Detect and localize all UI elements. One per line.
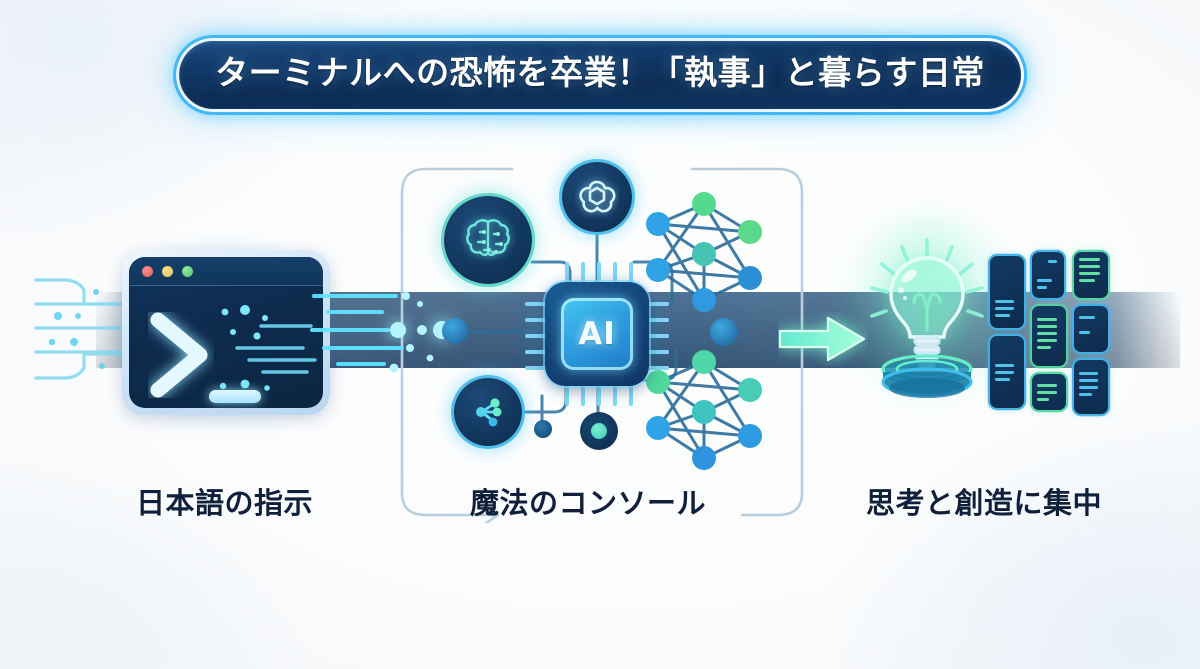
terminal-body (129, 286, 323, 408)
ai-hub-cluster (420, 150, 820, 480)
document-card (1032, 306, 1066, 366)
title-pill: ターミナルへの恐怖を卒業！「執事」と暮らす日常 (176, 38, 1024, 112)
brain-glyph (466, 219, 510, 256)
connector-dot-teal-core (591, 423, 607, 439)
connector-dot-right (710, 318, 738, 346)
share-glyph (476, 398, 502, 427)
terminal-window-icon (106, 234, 346, 431)
connector-dot-teal (580, 412, 618, 450)
chip-pins-icon (525, 262, 669, 406)
ai-chip-icon: AI (523, 260, 671, 408)
stage-label-process: 魔法のコンソール (470, 486, 707, 520)
flow-arrow-icon (778, 316, 866, 362)
page-title: ターミナルへの恐怖を卒業！「執事」と暮らす日常 (215, 53, 985, 92)
neural-network-icon (646, 192, 762, 312)
document-card (1074, 252, 1108, 298)
brain-icon (444, 196, 532, 284)
terminal-screen (129, 257, 323, 408)
terminal-titlebar (129, 257, 323, 286)
openai-flower-icon (562, 162, 632, 232)
document-card (1074, 360, 1108, 414)
minimize-dot-icon (162, 265, 173, 277)
lightbulb-icon (836, 214, 1018, 416)
close-dot-icon (142, 265, 153, 277)
terminal-frame (122, 250, 330, 415)
background-vignette-bottom-right (820, 399, 1200, 669)
connector-dot-mid (534, 420, 552, 438)
terminal-data-particles-icon (219, 305, 317, 391)
connector-dot-left (442, 318, 468, 344)
stage-label-input: 日本語の指示 (136, 486, 314, 520)
maximize-dot-icon (182, 265, 193, 277)
chip-body: AI (545, 282, 649, 386)
chip-core: AI (561, 298, 633, 370)
openai-glyph (579, 180, 616, 213)
document-card (990, 256, 1024, 328)
stage-label-output: 思考と創造に集中 (866, 486, 1103, 520)
output-documents-grid (988, 250, 1128, 418)
title-banner: ターミナルへの恐怖を卒業！「執事」と暮らす日常 (154, 20, 1046, 130)
terminal-cursor (209, 390, 261, 403)
lightbulb-glyph (870, 238, 984, 398)
circuit-traces-icon (34, 278, 140, 380)
prompt-chevron-icon (150, 312, 208, 398)
document-card (1074, 306, 1108, 352)
share-network-icon (454, 378, 522, 446)
document-card (990, 336, 1024, 408)
document-card (1032, 374, 1066, 410)
chip-label: AI (578, 316, 616, 352)
document-card (1032, 252, 1064, 298)
